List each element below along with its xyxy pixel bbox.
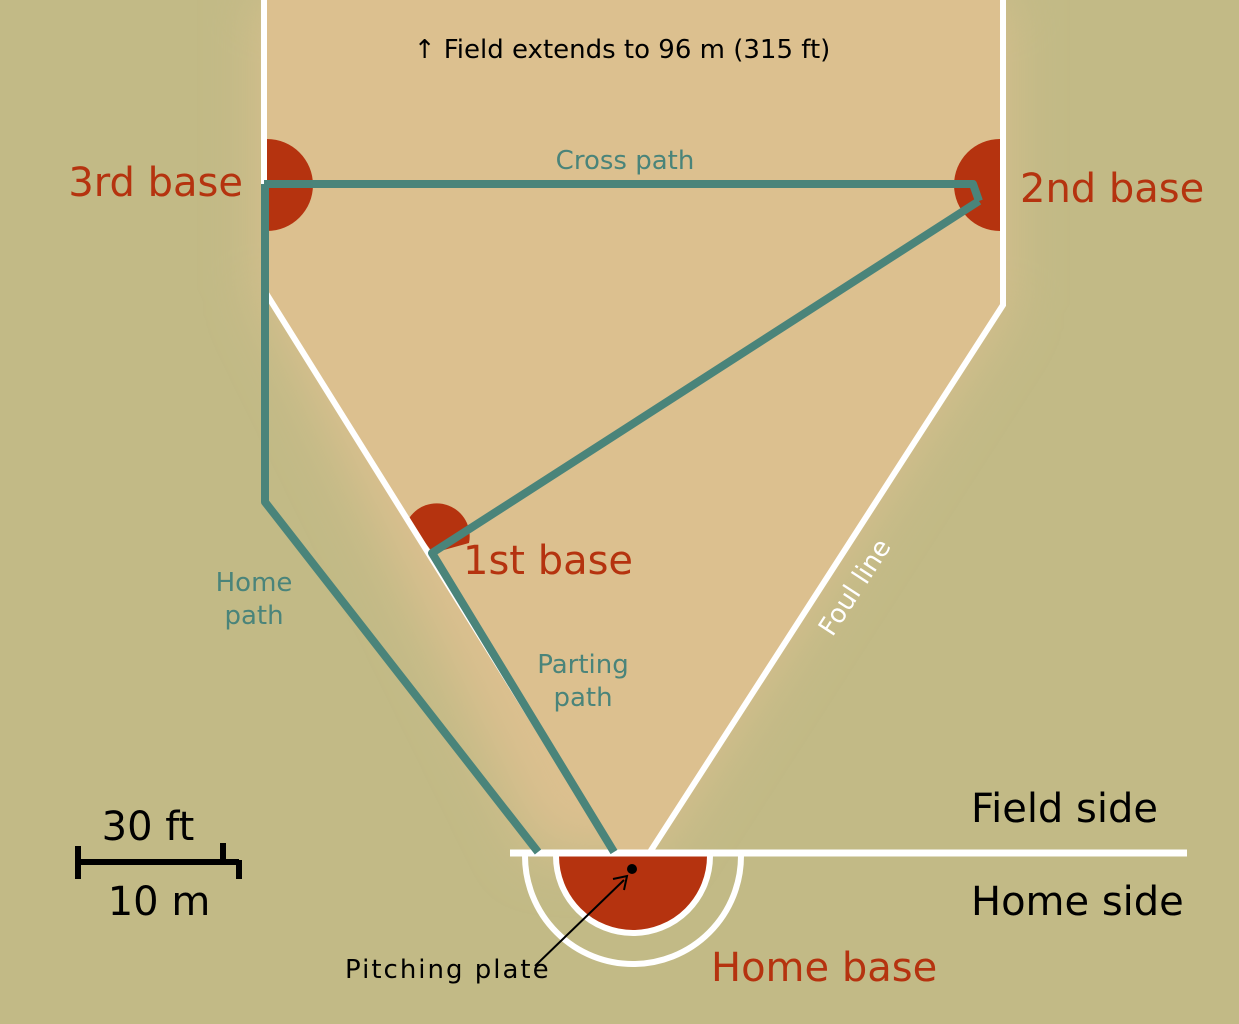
second-base-label: 2nd base bbox=[1020, 166, 1204, 212]
pitching-plate-dot bbox=[627, 864, 637, 874]
top-note-label: ↑ Field extends to 96 m (315 ft) bbox=[414, 35, 831, 65]
field-side-label: Field side bbox=[971, 786, 1158, 832]
scale-bar bbox=[75, 843, 242, 879]
home-base-area bbox=[558, 856, 708, 931]
pitching-plate-arrow bbox=[534, 879, 625, 967]
cross-path-label: Cross path bbox=[556, 146, 695, 176]
home-path-label-line1: Home bbox=[216, 568, 293, 598]
home-base-label: Home base bbox=[711, 945, 937, 991]
pitching-plate-label: Pitching plate bbox=[345, 955, 551, 985]
home-base-outer-ring bbox=[522, 855, 744, 967]
home-path bbox=[261, 184, 542, 855]
first-base-label: 1st base bbox=[463, 538, 633, 584]
cross-path bbox=[264, 180, 983, 203]
parting-path bbox=[428, 197, 982, 855]
scale-m-label: 10 m bbox=[108, 879, 211, 925]
home-side-label: Home side bbox=[971, 879, 1184, 925]
home-path-label-line2: path bbox=[224, 601, 283, 631]
scale-ft-label: 30 ft bbox=[102, 804, 195, 850]
third-base-label: 3rd base bbox=[68, 160, 243, 206]
parting-path-label-line1: Parting bbox=[537, 650, 629, 680]
home-base-inner-ring bbox=[553, 855, 713, 936]
parting-path-label-line2: path bbox=[553, 683, 612, 713]
pitching-plate-arrowhead bbox=[612, 874, 629, 891]
foul-line bbox=[647, 0, 1006, 854]
